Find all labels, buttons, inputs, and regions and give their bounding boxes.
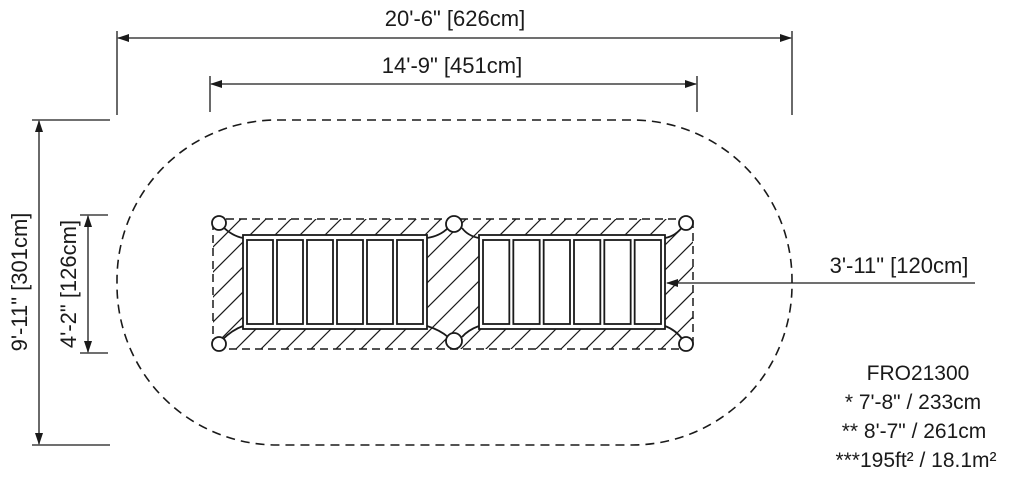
bridge-slat — [396, 239, 424, 325]
inner-width-label: 14'-9" [451cm] — [382, 53, 522, 78]
info-line-3: ***195ft² / 18.1m² — [835, 449, 996, 472]
connector-mid-top-right — [461, 227, 480, 239]
bridge-slat — [336, 239, 364, 325]
hatch-line — [685, 341, 693, 349]
bridge-slat — [573, 239, 602, 325]
post-bottom-middle — [445, 332, 463, 350]
bridge-slat — [482, 239, 511, 325]
post-top-left — [211, 215, 227, 231]
connector-right-bottom — [664, 325, 684, 341]
inner-height-label: 4'-2" [126cm] — [56, 220, 81, 348]
right-bridge-frame — [478, 234, 666, 330]
bridge-slat — [276, 239, 304, 325]
post-bottom-right — [678, 336, 694, 352]
connector-mid-bottom-right — [461, 325, 480, 338]
hatch-line — [660, 316, 693, 349]
connector-mid-top-left — [426, 227, 449, 239]
post-top-right — [678, 215, 694, 231]
posts — [211, 215, 694, 352]
info-line-1: * 7'-8" / 233cm — [845, 391, 981, 414]
bridge-slat — [633, 239, 662, 325]
model-info-block: FRO21300 * 7'-8" / 233cm ** 8'-7" / 261c… — [835, 362, 996, 472]
bridge-slat — [366, 239, 394, 325]
bridge-slat — [542, 239, 571, 325]
hatch-line — [635, 291, 693, 349]
info-line-2: ** 8'-7" / 261cm — [842, 420, 987, 443]
overall-height-dimension — [32, 119, 110, 446]
hatch-line — [213, 219, 242, 248]
inner-height-dimension — [80, 214, 108, 354]
connector-mid-bottom-left — [426, 325, 449, 338]
bridge-structure — [221, 225, 684, 341]
hatch-line — [750, 210, 900, 360]
post-bottom-left — [211, 336, 227, 352]
hatch-line — [700, 210, 850, 360]
overall-height-label: 9'-11" [301cm] — [7, 213, 32, 352]
post-top-middle — [445, 215, 463, 233]
bridge-slat — [603, 239, 632, 325]
model-number: FRO21300 — [867, 362, 970, 385]
inner-width-dimension — [209, 76, 698, 112]
overall-width-dimension — [116, 31, 793, 115]
side-offset-label: 3'-11" [120cm] — [830, 253, 969, 278]
overall-width-label: 20'-6" [626cm] — [385, 6, 525, 31]
bridge-slat — [246, 239, 274, 325]
bridge-slats — [246, 239, 662, 325]
hatch-line — [725, 210, 875, 360]
bridge-slat — [512, 239, 541, 325]
bridge-slat — [306, 239, 334, 325]
left-bridge-frame — [242, 234, 428, 330]
